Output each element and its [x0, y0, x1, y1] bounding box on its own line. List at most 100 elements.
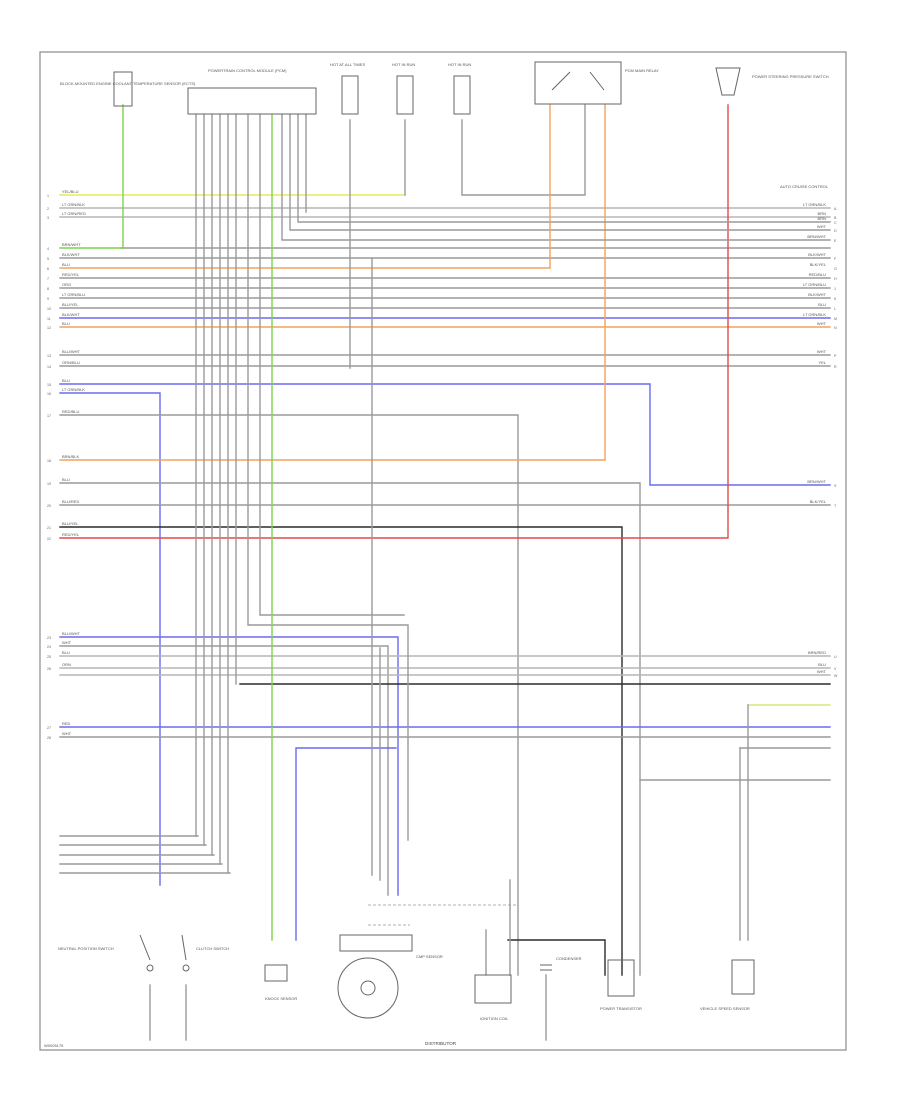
- knock-sensor: [264, 964, 288, 982]
- right-pin-letter: D: [834, 229, 837, 233]
- left-wire-label: BLU/WHT: [62, 349, 81, 354]
- left-pin-number: 20: [47, 504, 51, 508]
- left-wire-label: BLU/YEL: [62, 302, 79, 307]
- wire-black: [507, 939, 606, 976]
- right-pin-letter: E: [834, 239, 837, 243]
- left-pin-number: 28: [47, 736, 51, 740]
- left-pin-number: 22: [47, 537, 51, 541]
- right-wire-label: LT GRN/BLK: [803, 202, 826, 207]
- condenser-symbol: [540, 964, 552, 971]
- left-pin-number: 25: [47, 655, 51, 659]
- right-wire-label: YEL: [818, 360, 826, 365]
- knock-sensor-label: KNOCK SENSOR: [265, 996, 297, 1001]
- right-pin-letter: C: [834, 221, 837, 225]
- fuse-2-label: HOT IN RUN: [392, 62, 415, 67]
- pcm-relay: [534, 61, 622, 105]
- wire-gray: [247, 114, 409, 841]
- left-pin-number: 4: [47, 247, 49, 251]
- left-pin-number: 15: [47, 383, 51, 387]
- ps-switch-label: POWER STEERING PRESSURE SWITCH: [752, 74, 829, 79]
- left-pin-number: 24: [47, 645, 51, 649]
- switch-blades: [139, 934, 187, 961]
- left-pin-number: 7: [47, 277, 49, 281]
- left-pin-number: 13: [47, 354, 51, 358]
- right-pin-letter: N: [834, 326, 837, 330]
- left-wire-label: RED: [62, 721, 71, 726]
- left-wire-label: LT GRN/BLU: [62, 292, 85, 297]
- distributor-body: [337, 957, 399, 1019]
- left-pin-number: 17: [47, 414, 51, 418]
- clutch-switch-label: CLUTCH SWITCH: [196, 946, 229, 951]
- left-pin-number: 16: [47, 392, 51, 396]
- neutral-switch-contact: [146, 964, 154, 972]
- right-pin-letter: L: [834, 307, 836, 311]
- right-wire-label: LT GRN/BLK: [803, 312, 826, 317]
- left-wire-label: LT GRN/BLK: [62, 387, 85, 392]
- left-pin-number: 1: [47, 194, 49, 198]
- wire-blue: [295, 747, 397, 941]
- left-pin-number: 21: [47, 526, 51, 530]
- condenser-label: CONDENSER: [556, 956, 582, 961]
- fuse-3-label: HOT IN RUN: [448, 62, 471, 67]
- left-pin-number: 5: [47, 257, 49, 261]
- left-pin-number: 3: [47, 216, 49, 220]
- wire-blue: [59, 392, 161, 886]
- left-pin-number: 14: [47, 365, 51, 369]
- left-wire-label: ORG: [62, 282, 71, 287]
- right-wire-label: WHT: [817, 669, 827, 674]
- left-wire-label: BLU: [62, 321, 70, 326]
- right-pin-letter: G: [834, 267, 837, 271]
- ects-label: BLOCK-MOUNTED ENGINE COOLANT TEMPERATURE…: [60, 81, 196, 86]
- left-wire-label: ORN: [62, 662, 71, 667]
- ignition-coil-label: IGNITION COIL: [480, 1016, 509, 1021]
- right-pin-letter: J: [834, 287, 836, 291]
- distributor-caption: DISTRIBUTOR: [425, 1041, 457, 1046]
- left-pin-number: 12: [47, 326, 51, 330]
- left-wire-label: BLU: [62, 650, 70, 655]
- right-wire-label: BLK/YEL: [810, 499, 827, 504]
- right-pin-letter: P: [834, 354, 837, 358]
- left-wire-label: BLU/YEL: [62, 521, 79, 526]
- left-pin-number: 27: [47, 726, 51, 730]
- wire-gray: [59, 645, 389, 896]
- fuse-1-label: HOT AT ALL TIMES: [330, 62, 365, 67]
- fuse-1-symbol: [341, 75, 359, 115]
- right-wire-label: BLK/YEL: [810, 262, 827, 267]
- right-wire-label: BRN: [818, 216, 827, 221]
- distributor-rotor: [360, 980, 376, 996]
- left-wire-label: BLK/WHT: [62, 252, 80, 257]
- wire-gray: [289, 114, 831, 231]
- left-pin-number: 6: [47, 267, 49, 271]
- right-wire-label: BRN/WHT: [807, 234, 826, 239]
- left-wire-label: BLU/RED: [62, 499, 79, 504]
- right-pin-letter: B: [834, 216, 837, 220]
- power-transistor-label: POWER TRANSISTOR: [600, 1006, 642, 1011]
- component-layer: BLOCK-MOUNTED ENGINE COOLANT TEMPERATURE…: [44, 61, 829, 1048]
- right-wire-label: BRN/RED: [808, 650, 826, 655]
- right-pin-letter: F: [834, 257, 837, 261]
- ignition-coil: [474, 974, 512, 1004]
- right-wire-label: BLU: [818, 662, 826, 667]
- relay-label: PCM MAIN RELAY: [625, 68, 659, 73]
- wire-black: [59, 526, 623, 976]
- left-pin-number: 23: [47, 636, 51, 640]
- left-wire-label: BLU/WHT: [62, 631, 81, 636]
- vss-label: VEHICLE SPEED SENSOR: [700, 1006, 750, 1011]
- left-wire-label: RED/YEL: [62, 272, 80, 277]
- ps-switch: [715, 67, 741, 96]
- ects-sensor-symbol: [113, 71, 133, 107]
- left-wire-label: BRN/WHT: [62, 242, 81, 247]
- left-wire-label: BLK/WHT: [62, 312, 80, 317]
- left-wire-label: ORN/BLU: [62, 360, 80, 365]
- fuse-2-symbol: [396, 75, 414, 115]
- pcm-connector: [187, 87, 317, 115]
- fuse-3-symbol: [453, 75, 471, 115]
- right-wire-label: BRN/WHT: [807, 479, 826, 484]
- wire-gray: [59, 414, 519, 976]
- left-pin-number: 19: [47, 482, 51, 486]
- left-wire-label: LT GRN/RED: [62, 211, 86, 216]
- right-pin-letter: V: [834, 667, 837, 671]
- left-pin-number: 9: [47, 297, 49, 301]
